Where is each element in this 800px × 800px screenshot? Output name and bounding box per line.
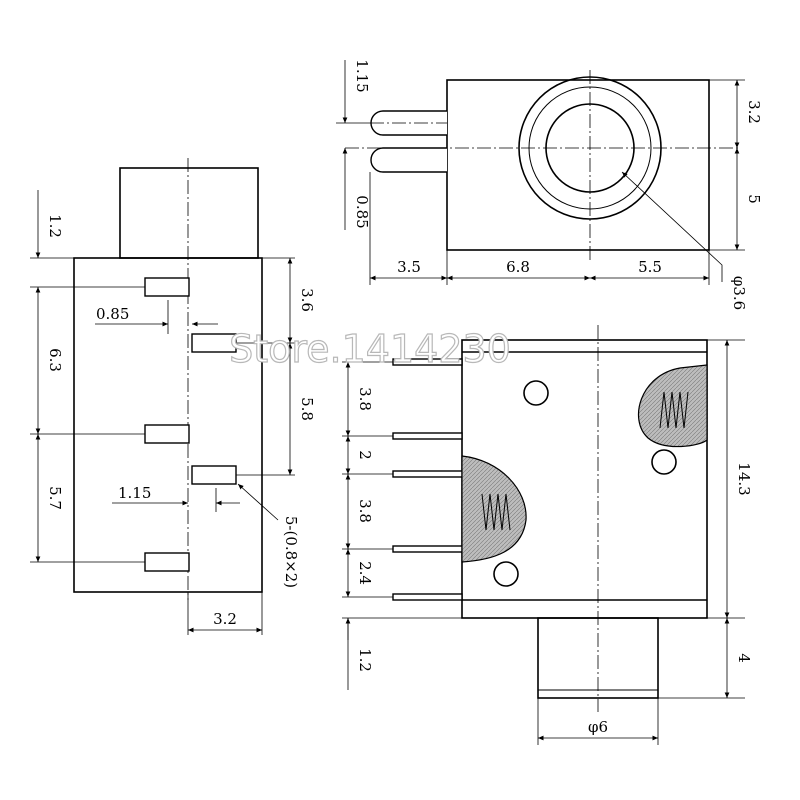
dim-5-8: 5.8 [298, 397, 316, 421]
mount-hole-3 [493, 561, 519, 587]
mount-hole-1 [523, 380, 549, 406]
dim-1-15-top: 1.15 [353, 59, 371, 92]
front-view-pins [392, 358, 463, 601]
pin-size-note: 5-(0.8×2) [282, 516, 300, 588]
dim-5-5: 5.5 [638, 258, 662, 276]
dim-3-5: 3.5 [397, 258, 421, 276]
mount-hole-2 [651, 449, 677, 475]
dim-3-2-top: 3.2 [745, 100, 763, 124]
dim-6-3: 6.3 [46, 348, 64, 372]
store-watermark: Store.1414230 [229, 327, 511, 371]
dim-5-7: 5.7 [46, 486, 64, 510]
pin-pad-3 [144, 424, 190, 444]
dim-3-6: 3.6 [298, 288, 316, 312]
dim-14-3: 14.3 [735, 462, 753, 495]
spring-pocket-right [638, 364, 708, 448]
top-view: 1.15 0.85 3.2 5 3.5 6.8 5.5 φ3.6 [336, 59, 763, 310]
dim-3-8-a: 3.8 [356, 387, 374, 411]
dim-3-8-b: 3.8 [356, 499, 374, 523]
pin-pad-5 [144, 552, 190, 572]
front-view: 3.8 2 3.8 2.4 1.2 14.3 4 φ6 [342, 325, 753, 745]
dim-5-top: 5 [745, 194, 763, 204]
dim-phi-6: φ6 [588, 718, 608, 736]
dim-1-15-left: 1.15 [118, 484, 151, 502]
dim-0-85-left: 0.85 [96, 305, 129, 323]
top-view-pin-2 [370, 147, 447, 173]
dim-2: 2 [356, 450, 374, 460]
spring-right [659, 391, 689, 429]
dim-6-8: 6.8 [506, 258, 530, 276]
pin-pad-4 [191, 465, 237, 485]
dim-0-85-top: 0.85 [353, 195, 371, 228]
dim-1-2-left: 1.2 [46, 214, 64, 238]
dim-3-2-left: 3.2 [213, 610, 237, 628]
spring-pocket-left [461, 455, 527, 563]
dim-4: 4 [735, 653, 753, 663]
dim-phi-3-6: φ3.6 [730, 276, 748, 310]
pin-pad-1 [144, 277, 190, 297]
left-view-barrel [119, 167, 259, 259]
dim-2-4: 2.4 [356, 561, 374, 585]
left-view-body [73, 257, 263, 593]
left-view: 1.2 0.85 6.3 5.7 3.6 5.8 1.15 3.2 5-(0.8… [30, 158, 316, 635]
dim-1-2-front: 1.2 [356, 648, 374, 672]
spring-left [481, 493, 511, 531]
